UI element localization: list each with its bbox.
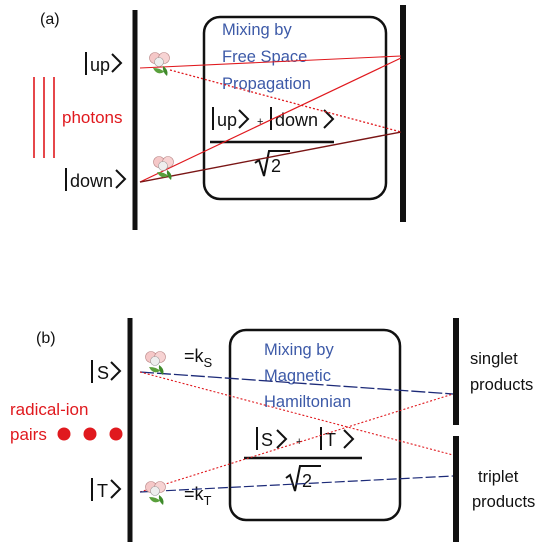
- panel-b-numerator: S + T: [256, 427, 355, 450]
- panel-b-rays: [139, 371, 454, 493]
- panel-b-num-plus: +: [296, 436, 302, 448]
- panel-a-num-plus: +: [257, 116, 263, 128]
- flower-icon: [149, 52, 170, 76]
- panel-b-ket-s: S: [91, 360, 122, 383]
- panel-b-box-line-3: Hamiltonian: [264, 393, 351, 411]
- panel-a-mixing-box: [202, 15, 388, 201]
- panel-b-rate-s-label: =kS: [184, 346, 213, 370]
- panel-b-singlet-line-2: products: [470, 376, 533, 394]
- panel-a-sqrt: 2: [254, 150, 290, 177]
- panel-a-photons-label: photons: [62, 108, 123, 127]
- panel-b-ket-t-label: T: [97, 481, 108, 501]
- panel-a-sqrt-arg: 2: [271, 156, 281, 176]
- panel-b-rate-s: =kS: [184, 346, 213, 370]
- panel-b-singlet-line-1: singlet: [470, 350, 518, 368]
- panel-b-rate-s-sub: S: [204, 355, 213, 370]
- panel-b: (b) Mixing by Magnetic Hamiltonian S + T…: [10, 318, 535, 542]
- panel-b-label: (b): [36, 330, 56, 347]
- panel-b-triplet-line-2: products: [472, 493, 535, 511]
- panel-b-pairs-label-2: pairs: [10, 425, 47, 444]
- panel-a-num-down: down: [275, 110, 318, 130]
- panel-a-ket-up-label: up: [90, 55, 110, 75]
- panel-b-ket-t: T: [91, 478, 122, 501]
- flower-icon: [145, 351, 166, 375]
- panel-b-ket-s-label: S: [97, 363, 109, 383]
- panel-a-box-line-1: Mixing by: [222, 21, 292, 39]
- panel-a-beams: [139, 55, 402, 183]
- panel-b-sqrt-arg: 2: [302, 471, 312, 491]
- panel-a-photon-lines: [33, 77, 55, 158]
- panel-a-num-up: up: [217, 110, 237, 130]
- panel-b-num-s: S: [261, 430, 273, 450]
- panel-b-triplet-line-1: triplet: [478, 468, 519, 486]
- panel-a-numerator: up + down: [212, 107, 335, 130]
- panel-b-box-line-1: Mixing by: [264, 341, 334, 359]
- panel-b-mixing-box: [228, 328, 402, 522]
- panel-a-ket-up: up: [85, 52, 123, 75]
- panel-b-box-line-2: Magnetic: [264, 367, 331, 385]
- panel-b-sqrt: 2: [285, 465, 321, 492]
- panel-a: (a) Mixing by Free Space Propagation up …: [33, 5, 406, 230]
- panel-a-box-line-3: Propagation: [222, 75, 311, 93]
- panel-b-rate-t-label: =kT: [184, 484, 212, 508]
- panel-a-ket-down-label: down: [70, 171, 113, 191]
- panel-b-rate-t: =kT: [184, 484, 212, 508]
- panel-a-label: (a): [40, 11, 60, 28]
- flower-icon: [145, 481, 166, 505]
- panel-b-rate-t-sub: T: [204, 493, 212, 508]
- panel-b-pairs-label-1: radical-ion: [10, 400, 88, 419]
- flower-icon: [153, 156, 174, 180]
- panel-a-ket-down: down: [65, 168, 127, 191]
- panel-b-num-t: T: [325, 430, 336, 450]
- panel-b-radical-dots: [57, 427, 123, 441]
